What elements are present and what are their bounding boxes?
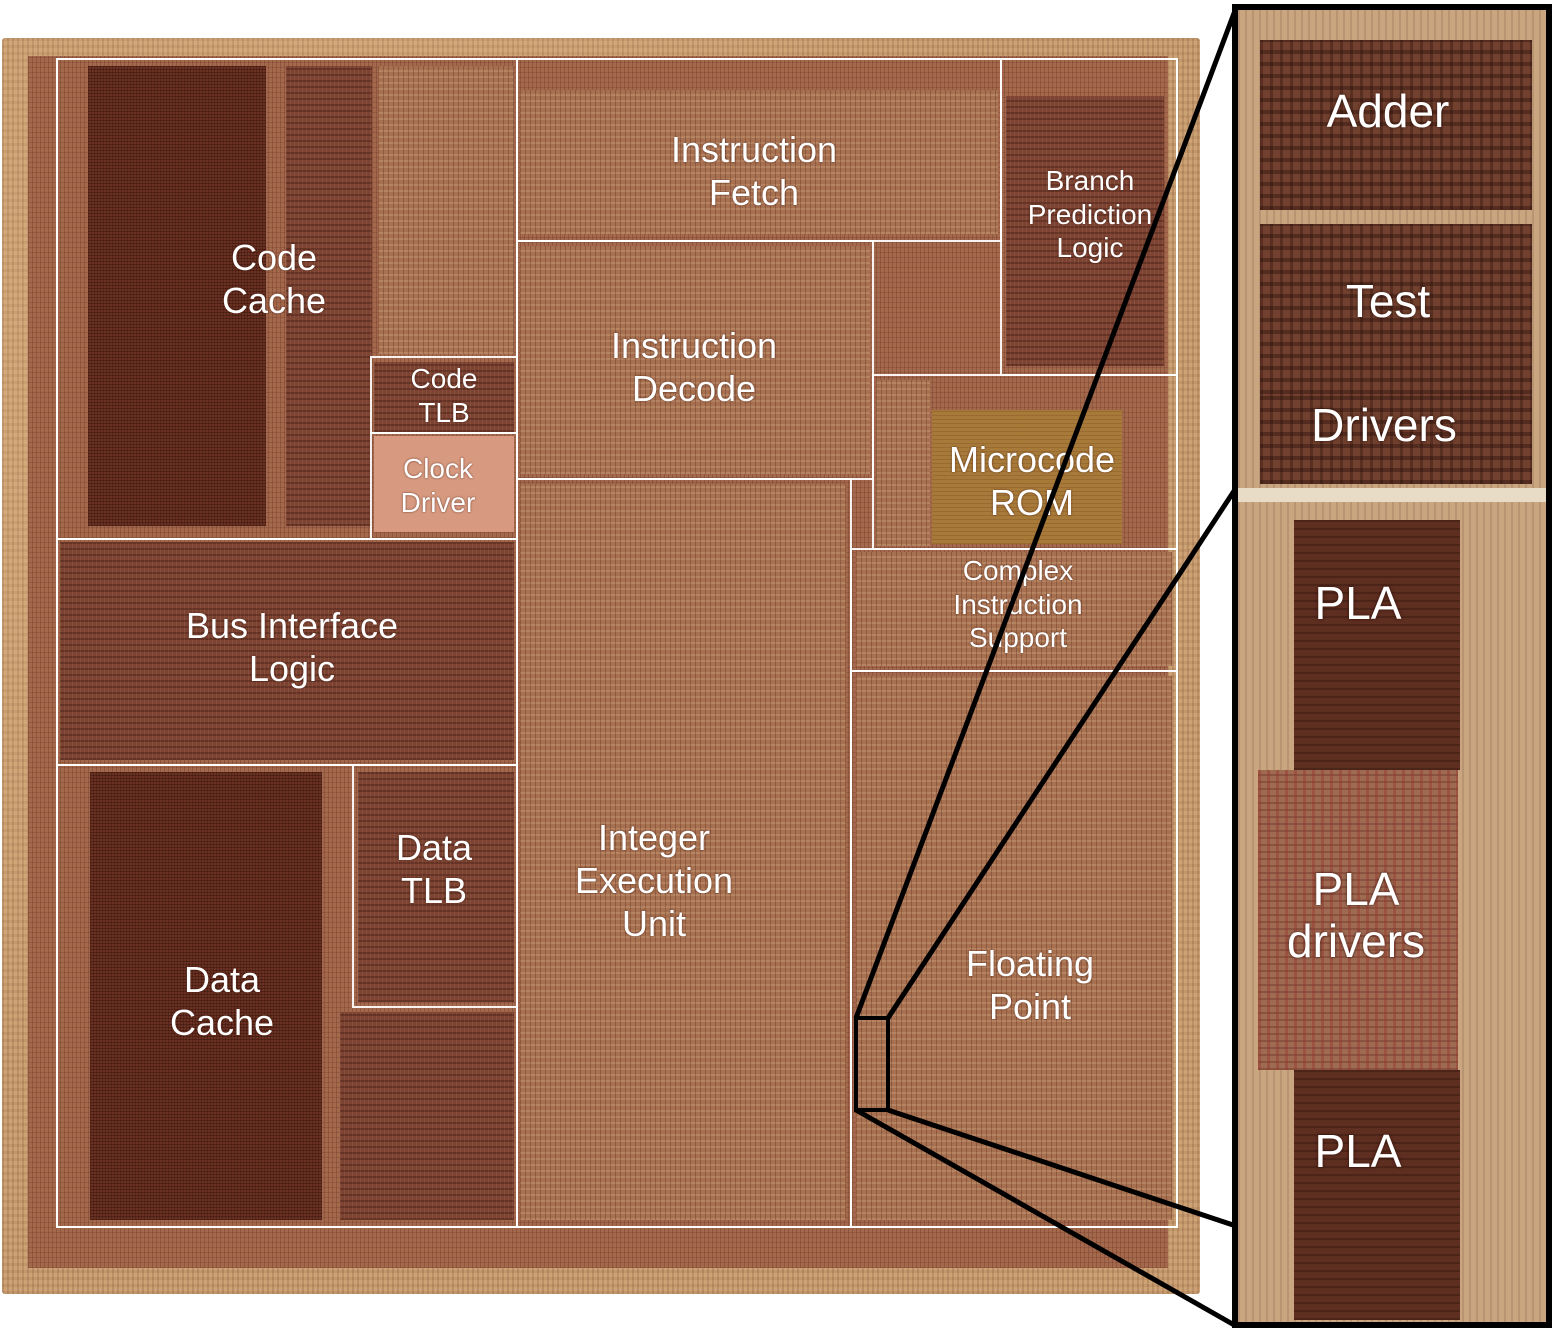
zoom-line-top-left xyxy=(853,7,1239,1019)
pla-bottom-label: PLA xyxy=(1314,1125,1402,1177)
floating-point-label: Floating Point xyxy=(965,943,1095,1028)
microcode-rom-array xyxy=(932,410,1122,544)
microcode-rom-label: Microcode ROM xyxy=(948,439,1116,524)
adder-label: Adder xyxy=(1326,85,1450,137)
data-cache-label: Data Cache xyxy=(169,959,275,1044)
bus-interface-array xyxy=(60,542,514,760)
bus-interface-label: Bus Interface Logic xyxy=(185,605,399,690)
data-tlb-array xyxy=(358,772,514,1002)
pla-top-region xyxy=(1294,520,1460,770)
clock-driver-area xyxy=(374,436,514,532)
drivers-region xyxy=(1260,394,1532,484)
zoom-source-rect xyxy=(854,1016,890,1112)
pla-top-label: PLA xyxy=(1314,577,1402,629)
code-cache-array xyxy=(88,66,266,526)
code-tlb-label: Code TLB xyxy=(410,363,478,428)
instruction-decode-array xyxy=(520,246,870,474)
instruction-decode-label: Instruction Decode xyxy=(610,325,778,410)
data-cache-array xyxy=(90,772,322,1220)
zoom-line-bottom-right xyxy=(887,1107,1237,1229)
inset-divider xyxy=(1238,488,1546,502)
adder-region xyxy=(1260,40,1532,210)
drivers-label: Drivers xyxy=(1311,399,1457,451)
floating-point-box xyxy=(850,670,1178,1228)
code-tlb-array xyxy=(374,362,514,432)
test-region xyxy=(1260,224,1532,394)
code-cache-label: Code Cache xyxy=(221,237,327,322)
test-label: Test xyxy=(1345,275,1431,327)
complex-instruction-array xyxy=(856,552,1172,666)
data-tlb-box xyxy=(352,764,518,1008)
instruction-fetch-label: Instruction Fetch xyxy=(670,129,838,214)
branch-prediction-label: Branch Prediction Logic xyxy=(1027,165,1153,264)
floating-point-array xyxy=(856,676,1172,1220)
pla-drivers-label: PLA drivers xyxy=(1286,863,1426,967)
integer-unit-array xyxy=(520,484,846,1220)
clock-driver-label: Clock Driver xyxy=(400,453,476,518)
microcode-side xyxy=(876,380,930,546)
code-cache-logic xyxy=(378,66,514,354)
integer-execution-label: Integer Execution Unit xyxy=(574,817,734,945)
zoom-line-bottom-left xyxy=(854,1107,1238,1329)
zoom-line-top-right xyxy=(885,486,1239,1020)
data-tlb-label: Data TLB xyxy=(395,827,473,912)
data-cache-right xyxy=(340,1012,514,1220)
code-cache-array-right xyxy=(286,66,372,526)
pla-drivers-region xyxy=(1258,770,1458,1070)
inset-zoom-panel: Adder Test Drivers PLA PLA drivers PLA xyxy=(1232,4,1552,1328)
pla-bottom-region xyxy=(1294,1070,1460,1320)
instruction-fetch-array xyxy=(520,90,998,234)
branch-prediction-array xyxy=(1006,96,1164,366)
